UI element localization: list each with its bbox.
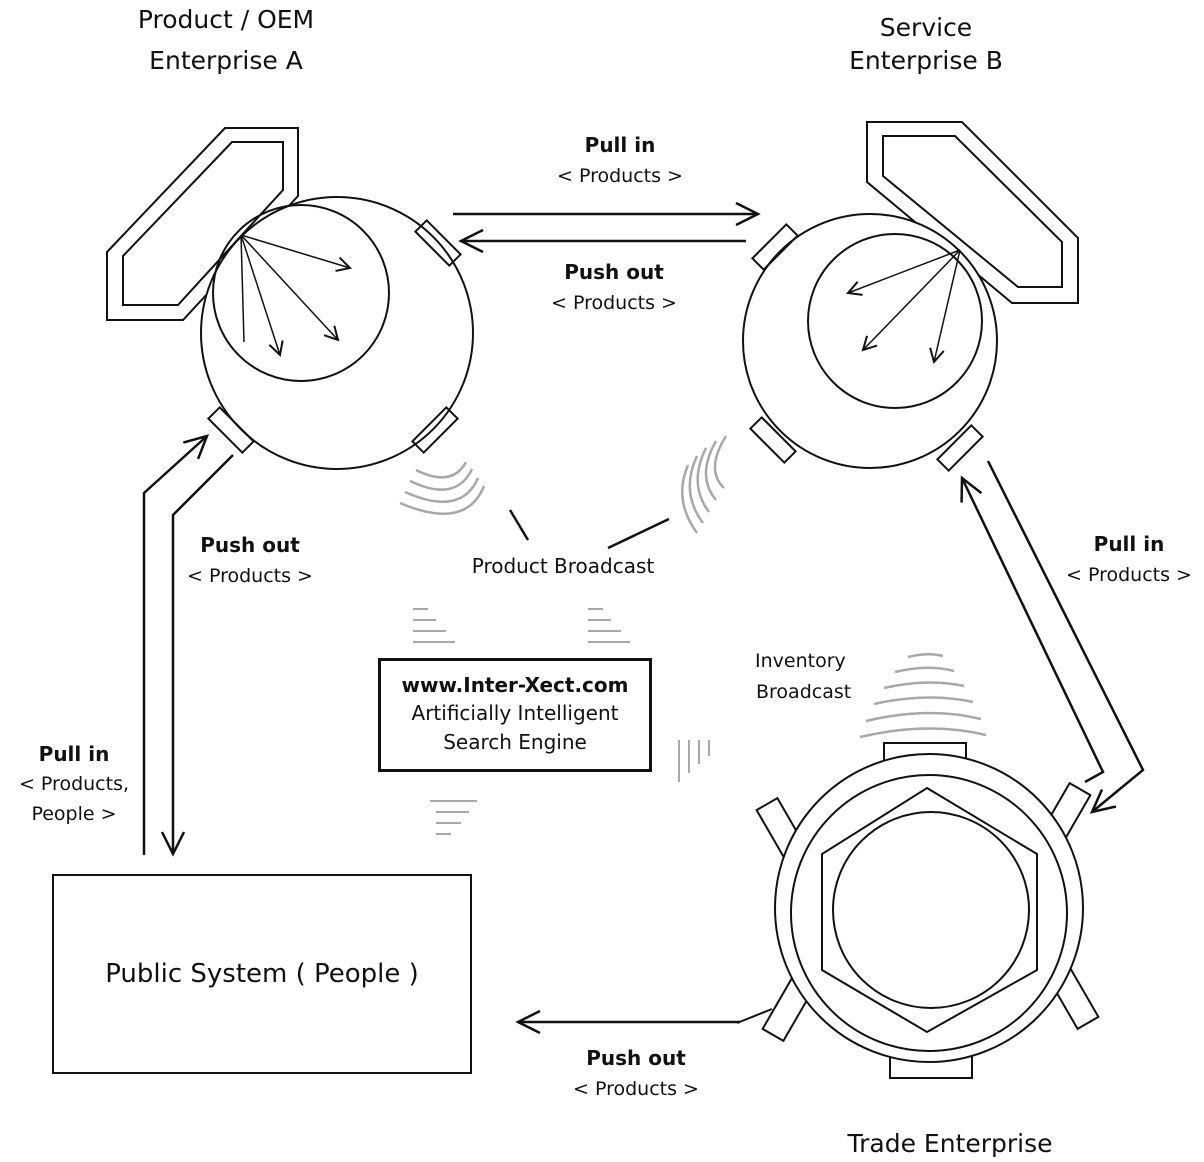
inventory-broadcast-label: Inventory Broadcast: [745, 650, 875, 705]
product-broadcast-wave-left: [399, 461, 486, 515]
enterprise-a-node: [106, 127, 474, 470]
arrow-a-to-public: [160, 454, 234, 857]
arrow-trade-to-public: [736, 1008, 773, 1024]
search-engine-box: www.Inter-Xect.com Artificially Intellig…: [378, 658, 652, 772]
flow-public-to-a-sub-line2: People >: [31, 802, 117, 825]
enterprise-a-ray: [240, 234, 338, 340]
flow-b-to-a-label: Push out < Products >: [524, 260, 704, 316]
inventory-broadcast-line2: Broadcast: [756, 680, 852, 703]
arrow-public-to-a: [142, 434, 210, 855]
search-engine-url[interactable]: www.Inter-Xect.com: [401, 673, 629, 697]
flow-a-to-public-sub: < Products >: [187, 565, 313, 587]
engine-signal-right: [678, 740, 710, 782]
enterprise-b-port-bottom-left: [748, 415, 798, 465]
enterprise-b-node: [742, 121, 1079, 473]
trade-mid-circle: [790, 774, 1068, 1052]
flow-b-trade-heading: Pull in: [1093, 532, 1165, 556]
flow-public-to-a-label: Pull in < Products, People >: [4, 742, 144, 827]
enterprise-a-inner-circle: [212, 204, 390, 382]
product-broadcast-label: Product Broadcast: [471, 554, 655, 578]
flow-a-to-public-heading: Push out: [200, 533, 300, 557]
engine-signal-top-left: [413, 608, 455, 643]
enterprise-a-title-line2: Enterprise A: [149, 46, 303, 76]
enterprise-b-inner-circle: [807, 233, 983, 409]
enterprise-b-antenna: [866, 121, 1079, 304]
arrow-trade-to-b: [960, 475, 1105, 784]
search-engine-line2: Search Engine: [443, 730, 587, 754]
search-engine-line1: Artificially Intelligent: [411, 701, 619, 725]
enterprise-b-port-bottom-right: [935, 423, 985, 473]
enterprise-a-port-bottom-left: [206, 405, 256, 455]
engine-signal-bottom: [430, 800, 477, 835]
flow-b-trade-label: Pull in < Products >: [1056, 532, 1202, 588]
enterprise-b-title-line1: Service: [879, 13, 973, 42]
flow-a-to-b-sub: < Products >: [557, 165, 683, 187]
product-broadcast-pointers: [508, 509, 670, 550]
flow-a-to-b-heading: Pull in: [584, 133, 656, 157]
flow-trade-to-public-heading: Push out: [586, 1046, 686, 1070]
enterprise-a-port-top-right: [413, 218, 463, 268]
enterprise-a-antenna-inner: [122, 141, 284, 306]
flow-b-trade-sub: < Products >: [1066, 564, 1192, 586]
enterprise-a-title: Product / OEM Enterprise A: [130, 4, 322, 77]
enterprise-b-ray: [934, 249, 961, 362]
flow-public-to-a-heading: Pull in: [38, 742, 110, 766]
public-system-box: Public System ( People ): [52, 874, 472, 1074]
flow-trade-to-public-sub: < Products >: [573, 1078, 699, 1100]
enterprise-b-port-top-left: [750, 222, 800, 272]
enterprise-b-antenna-inner: [882, 135, 1063, 288]
enterprise-a-antenna: [106, 127, 299, 321]
flow-trade-to-public-label: Push out < Products >: [546, 1046, 726, 1102]
enterprise-a-title-line1: Product / OEM: [137, 5, 315, 34]
engine-signal-top-right: [588, 608, 630, 643]
flow-a-to-public-label: Push out < Products >: [160, 533, 340, 589]
trade-inner-circle: [832, 811, 1030, 1009]
trade-enterprise-title: Trade Enterprise: [847, 1129, 1053, 1158]
flow-b-to-a-sub: < Products >: [551, 292, 677, 314]
enterprise-b-ray: [863, 249, 961, 350]
trade-enterprise-node: [755, 742, 1100, 1079]
product-broadcast-wave-right: [681, 435, 728, 534]
public-system-label: Public System ( People ): [105, 959, 419, 989]
broadcast-waves: [399, 435, 987, 835]
flows: [142, 201, 1145, 1035]
inventory-broadcast-line1: Inventory: [755, 650, 846, 672]
enterprise-b-title-line2: Enterprise B: [849, 46, 1003, 76]
enterprise-a-ray: [240, 234, 350, 268]
inventory-broadcast-wave: [859, 653, 987, 739]
trade-outer-circle: [774, 753, 1084, 1063]
enterprise-b-title: Service Enterprise B: [836, 12, 1016, 77]
enterprise-a-port-bottom-right: [410, 405, 460, 455]
arrow-b-to-trade: [986, 460, 1145, 814]
enterprise-a-ray: [240, 234, 245, 343]
enterprise-b-ray: [848, 249, 961, 293]
trade-hexagon: [821, 786, 1038, 1034]
flow-public-to-a-sub-line1: < Products,: [18, 773, 130, 795]
flow-b-to-a-heading: Push out: [564, 260, 664, 284]
flow-a-to-b-label: Pull in < Products >: [530, 133, 710, 189]
enterprise-a-ray: [240, 234, 280, 355]
